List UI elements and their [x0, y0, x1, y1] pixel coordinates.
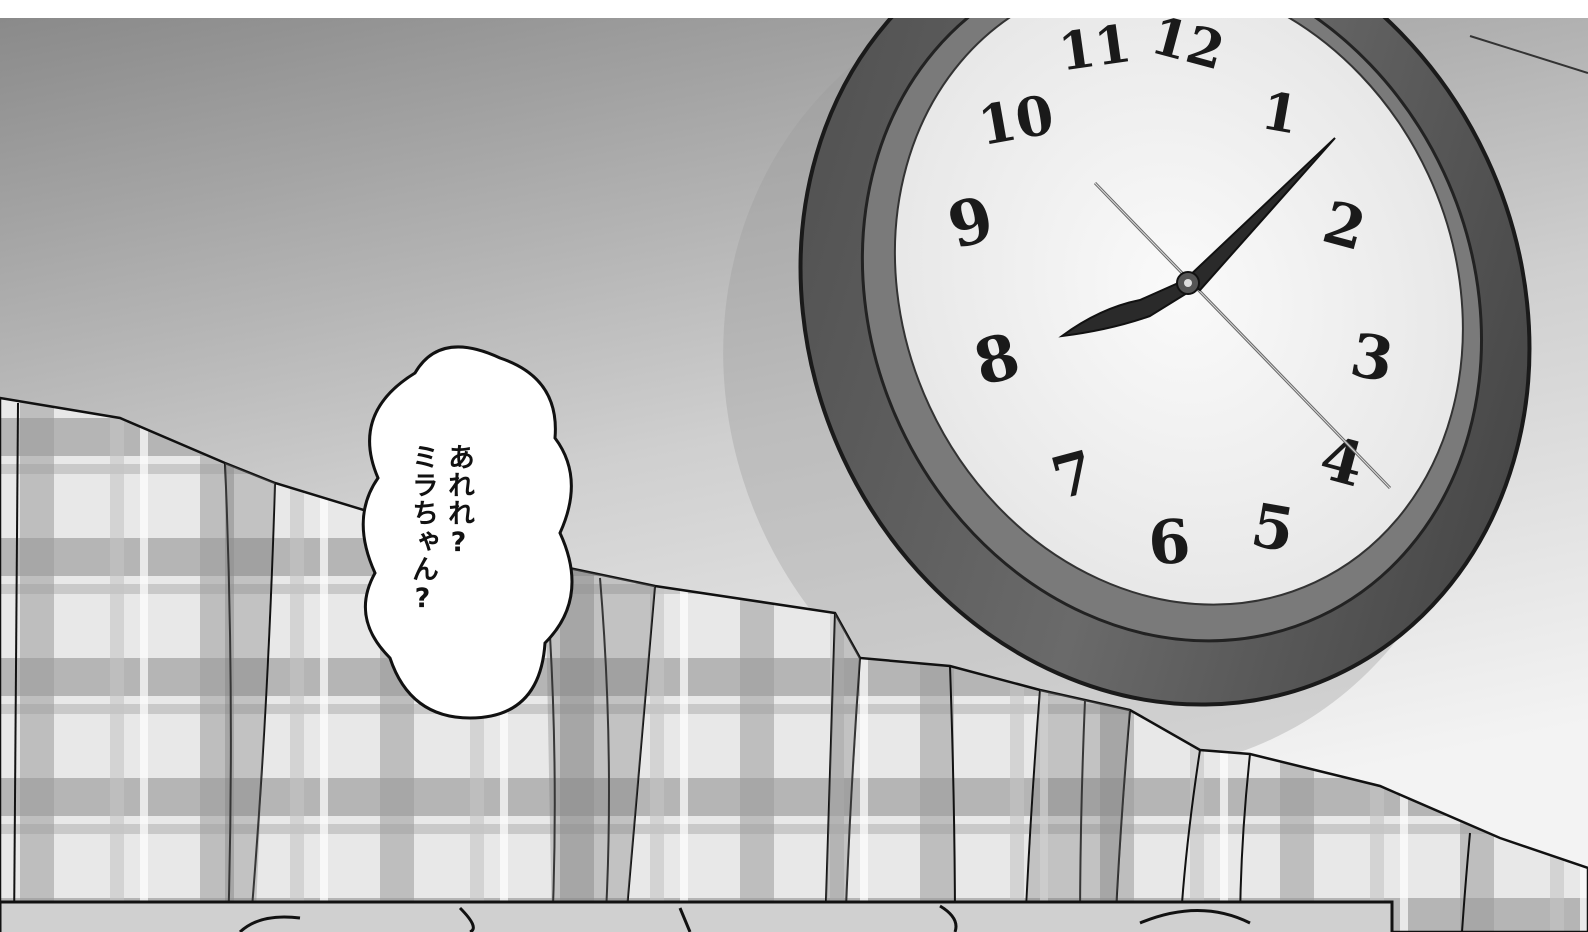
second-hand-highlight [1094, 182, 1391, 489]
curtain-rod-hint [1469, 35, 1588, 74]
speech-line-1: あれれ? [443, 443, 474, 559]
speech-line-2: ミラちゃん? [407, 443, 438, 615]
curtain-shading [225, 463, 1130, 932]
panel-art: 11 12 1 2 3 4 5 6 7 8 9 10 [0, 18, 1588, 932]
clock-center-pin [1184, 279, 1192, 287]
next-panel-art [238, 904, 1251, 932]
next-panel-border [0, 900, 1394, 932]
clock-numeral-6: 6 [1145, 506, 1193, 579]
manga-panel: 11 12 1 2 3 4 5 6 7 8 9 10 [0, 18, 1588, 932]
hour-hand [1058, 278, 1194, 338]
clock-numeral-10: 10 [973, 82, 1058, 158]
speech-bubble [361, 345, 574, 720]
clock-hands [1058, 137, 1392, 490]
clock-numeral-11: 11 [1055, 18, 1135, 84]
speech-bubble-text: あれれ? ミラちゃん? [404, 443, 476, 673]
